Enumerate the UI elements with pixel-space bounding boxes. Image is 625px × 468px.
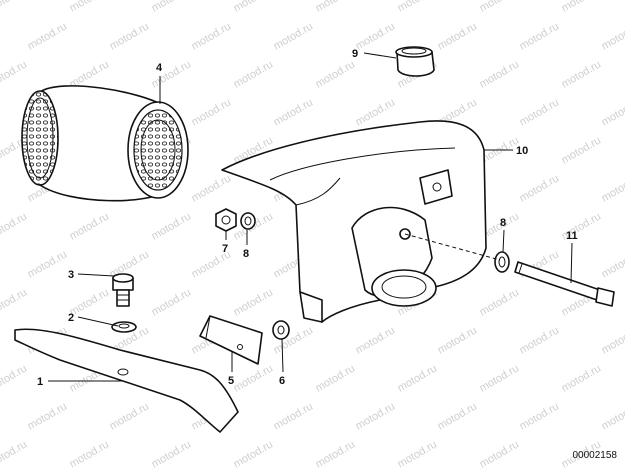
watermark-text: motod.ru bbox=[150, 438, 194, 468]
callout-11: 11 bbox=[566, 230, 578, 242]
callout-1: 1 bbox=[37, 376, 43, 388]
watermark-text: motod.ru bbox=[518, 400, 562, 432]
watermark-text: motod.ru bbox=[518, 172, 562, 204]
watermark-text: motod.ru bbox=[190, 172, 234, 204]
watermark-text: motod.ru bbox=[68, 438, 112, 468]
watermark-text: motod.ru bbox=[0, 0, 29, 15]
watermark-text: motod.ru bbox=[0, 362, 29, 394]
watermark-text: motod.ru bbox=[600, 248, 625, 280]
watermark-text: motod.ru bbox=[150, 0, 194, 15]
callout-5: 5 bbox=[228, 375, 234, 387]
watermark-text: motod.ru bbox=[518, 20, 562, 52]
watermark-text: motod.ru bbox=[68, 0, 112, 15]
callout-4: 4 bbox=[156, 62, 163, 74]
watermark-text: motod.ru bbox=[436, 324, 480, 356]
watermark-text: motod.ru bbox=[354, 324, 398, 356]
bracket bbox=[14, 328, 239, 433]
watermark-text: motod.ru bbox=[478, 286, 522, 318]
watermark-text: motod.ru bbox=[232, 286, 276, 318]
watermark-text: motod.ru bbox=[232, 0, 276, 15]
watermark-text: motod.ru bbox=[478, 438, 522, 468]
watermark-text: motod.ru bbox=[26, 400, 70, 432]
hex-nut bbox=[215, 208, 237, 232]
watermark-text: motod.ru bbox=[560, 134, 604, 166]
watermark-text: motod.ru bbox=[396, 362, 440, 394]
watermark-text: motod.ru bbox=[560, 58, 604, 90]
watermark-text: motod.ru bbox=[314, 58, 358, 90]
watermark-text: motod.ru bbox=[478, 0, 522, 15]
watermark-text: motod.ru bbox=[478, 58, 522, 90]
watermark-text: motod.ru bbox=[354, 20, 398, 52]
watermark-text: motod.ru bbox=[354, 96, 398, 128]
watermark-text: motod.ru bbox=[600, 324, 625, 356]
washer bbox=[272, 320, 290, 340]
watermark-text: motod.ru bbox=[478, 362, 522, 394]
callout-2: 2 bbox=[68, 312, 74, 324]
watermark-text: motod.ru bbox=[272, 96, 316, 128]
watermark-text: motod.ru bbox=[314, 362, 358, 394]
watermark-text: motod.ru bbox=[0, 438, 29, 468]
watermark-text: motod.ru bbox=[560, 0, 604, 15]
watermark-text: motod.ru bbox=[232, 438, 276, 468]
watermark-text: motod.ru bbox=[600, 400, 625, 432]
watermark-text: motod.ru bbox=[190, 96, 234, 128]
watermark-text: motod.ru bbox=[232, 58, 276, 90]
watermark-text: motod.ru bbox=[436, 20, 480, 52]
watermark-text: motod.ru bbox=[0, 58, 29, 90]
callout-8-left: 8 bbox=[243, 248, 249, 260]
callout-6: 6 bbox=[279, 375, 285, 387]
watermark-text: motod.ru bbox=[232, 362, 276, 394]
clamp-plate bbox=[199, 315, 263, 365]
spring-washer bbox=[494, 251, 510, 273]
callout-9: 9 bbox=[352, 48, 358, 60]
watermark-text: motod.ru bbox=[600, 172, 625, 204]
bolt bbox=[112, 273, 134, 307]
callout-3: 3 bbox=[68, 269, 74, 281]
diagram-id: 00002158 bbox=[572, 450, 618, 461]
watermark-text: motod.ru bbox=[354, 400, 398, 432]
air-filter-element bbox=[21, 85, 189, 202]
leader-lines bbox=[48, 52, 573, 382]
filter-housing bbox=[221, 120, 487, 323]
watermark-text: motod.ru bbox=[26, 20, 70, 52]
callout-7: 7 bbox=[222, 243, 228, 255]
washer bbox=[111, 321, 137, 333]
watermark-text: motod.ru bbox=[396, 0, 440, 15]
watermark-text: motod.ru bbox=[272, 20, 316, 52]
callout-10: 10 bbox=[516, 145, 528, 157]
watermark-text: motod.ru bbox=[518, 96, 562, 128]
watermark-text: motod.ru bbox=[150, 286, 194, 318]
watermark-text: motod.ru bbox=[436, 400, 480, 432]
watermark-text: motod.ru bbox=[600, 96, 625, 128]
watermark-text: motod.ru bbox=[314, 0, 358, 15]
watermark-text: motod.ru bbox=[518, 324, 562, 356]
watermark-text: motod.ru bbox=[190, 20, 234, 52]
watermark-text: motod.ru bbox=[0, 286, 29, 318]
watermark-text: motod.ru bbox=[314, 438, 358, 468]
watermark-text: motod.ru bbox=[108, 20, 152, 52]
watermark-text: motod.ru bbox=[560, 362, 604, 394]
callout-8-right: 8 bbox=[500, 217, 506, 229]
watermark-text: motod.ru bbox=[150, 210, 194, 242]
watermark-text: motod.ru bbox=[272, 400, 316, 432]
watermark-text: motod.ru bbox=[68, 210, 112, 242]
spring-washer bbox=[240, 212, 256, 230]
watermark-text: motod.ru bbox=[396, 438, 440, 468]
watermark-text: motod.ru bbox=[26, 248, 70, 280]
long-bolt bbox=[514, 261, 615, 307]
watermark-text: motod.ru bbox=[0, 210, 29, 242]
watermark-text: motod.ru bbox=[600, 20, 625, 52]
rubber-plug bbox=[395, 46, 435, 77]
watermark-text: motod.ru bbox=[108, 400, 152, 432]
